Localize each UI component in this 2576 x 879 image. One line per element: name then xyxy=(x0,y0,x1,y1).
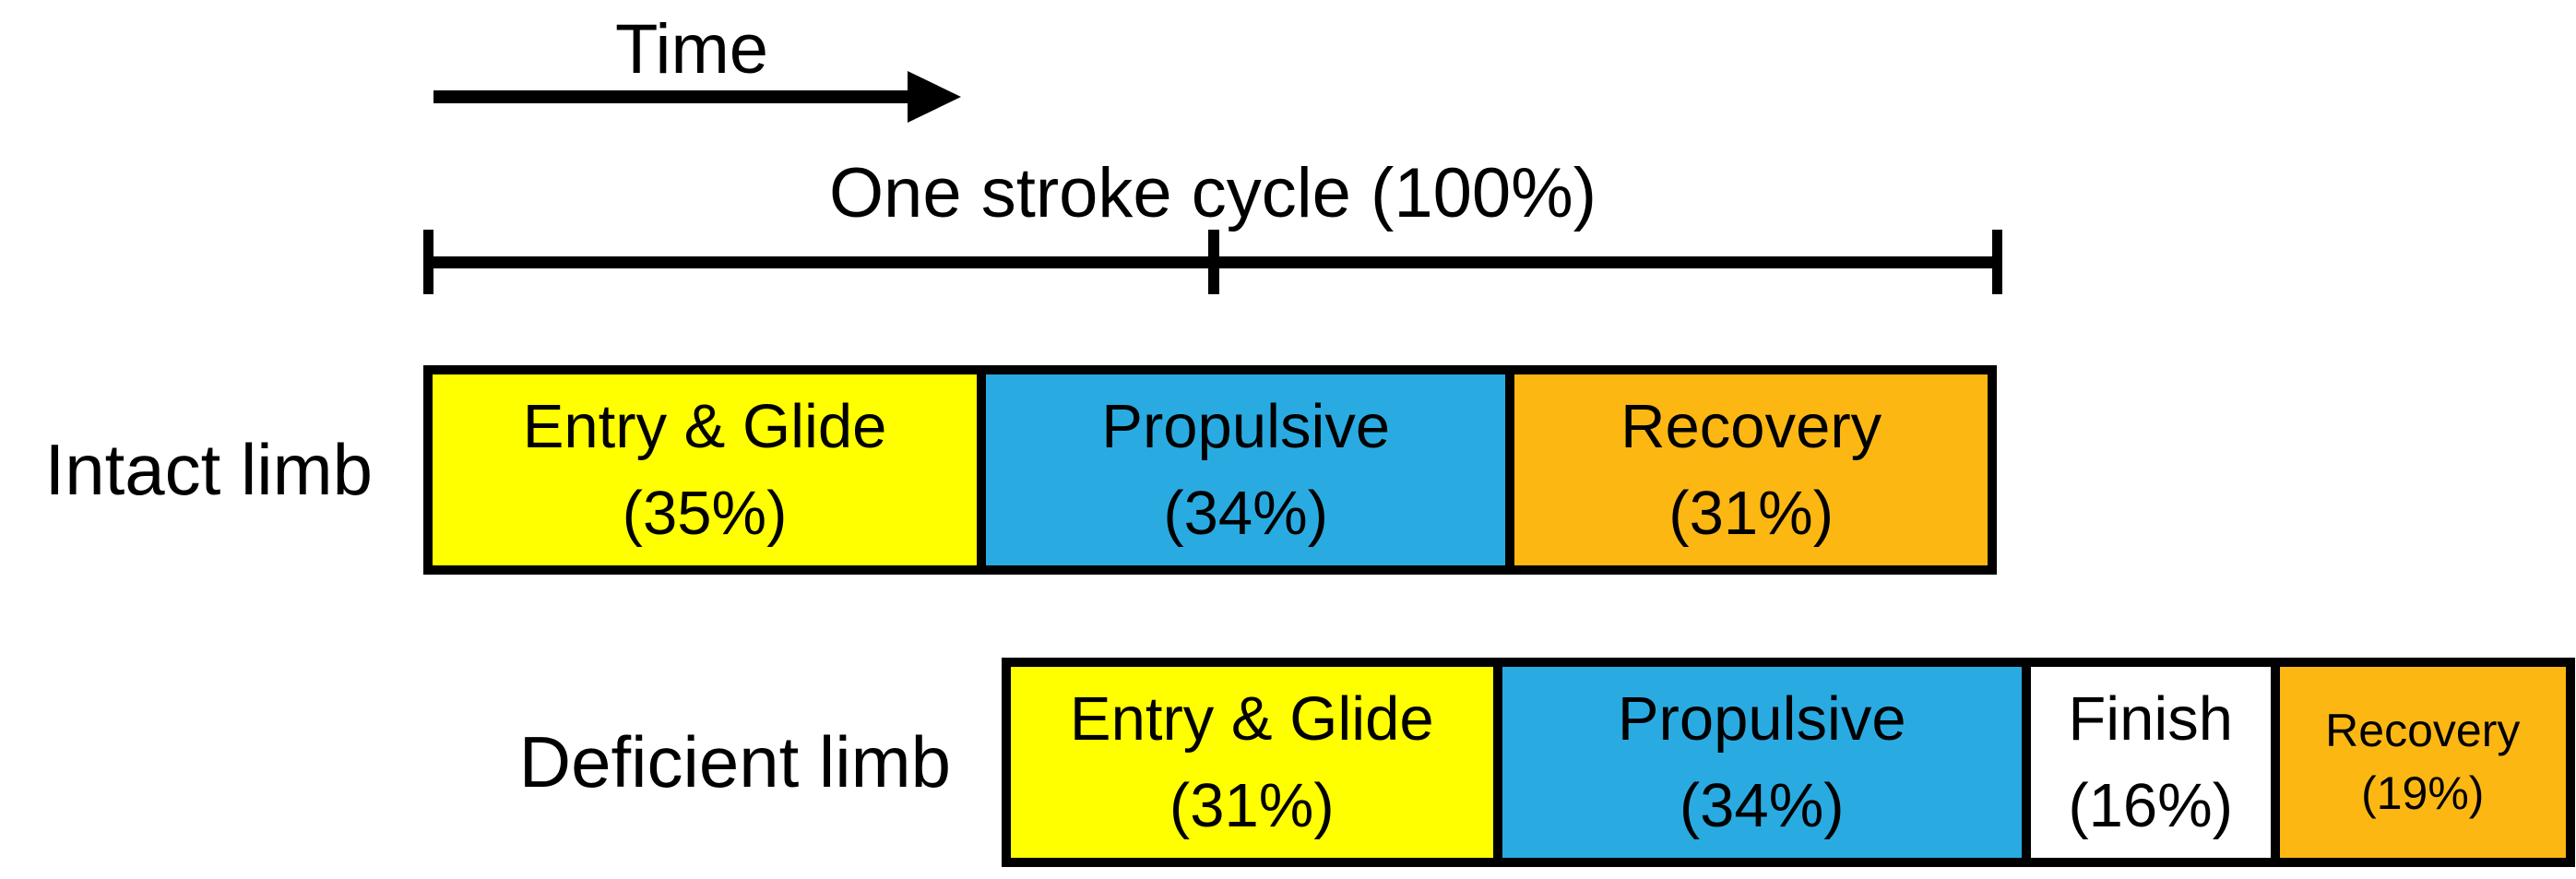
segment-name: Propulsive xyxy=(1101,391,1391,461)
segment-name: Finish xyxy=(2068,683,2234,754)
segment-propulsive: Propulsive (34%) xyxy=(1492,667,2022,858)
scale-tick-start xyxy=(423,230,433,294)
time-arrow-line xyxy=(433,90,909,103)
scale-tick-end xyxy=(1992,230,2002,294)
row-label-intact-limb: Intact limb xyxy=(44,429,373,510)
stroke-bar-intact-limb: Entry & Glide (35%) Propulsive (34%) Recover… xyxy=(423,365,1997,575)
segment-name: Recovery xyxy=(2325,705,2521,756)
segment-percentage: (19%) xyxy=(2361,766,2485,819)
segment-propulsive: Propulsive (34%) xyxy=(977,374,1506,565)
segment-finish: Finish (16%) xyxy=(2021,667,2271,858)
segment-name: Entry & Glide xyxy=(522,391,887,461)
scale-tick-middle xyxy=(1208,230,1219,294)
segment-percentage: (35%) xyxy=(622,478,788,548)
segment-percentage: (31%) xyxy=(1668,478,1834,548)
stroke-bar-deficient-limb: Entry & Glide (31%) Propulsive (34%) Finish (… xyxy=(1001,658,2575,867)
segment-percentage: (34%) xyxy=(1679,770,1845,840)
row-label-deficient-limb: Deficient limb xyxy=(518,721,951,802)
segment-entry-glide: Entry & Glide (31%) xyxy=(1010,667,1493,858)
time-axis-label: Time xyxy=(614,10,769,89)
segment-recovery: Recovery (19%) xyxy=(2270,667,2566,858)
segment-name: Recovery xyxy=(1620,391,1882,461)
segment-name: Propulsive xyxy=(1617,683,1906,754)
segment-name: Entry & Glide xyxy=(1069,683,1434,754)
time-arrow-head-icon xyxy=(908,71,961,123)
segment-percentage: (16%) xyxy=(2068,770,2234,840)
segment-entry-glide: Entry & Glide (35%) xyxy=(433,374,978,565)
segment-percentage: (31%) xyxy=(1169,770,1335,840)
segment-recovery: Recovery (31%) xyxy=(1505,374,1988,565)
segment-percentage: (34%) xyxy=(1163,478,1329,548)
stroke-cycle-label: One stroke cycle (100%) xyxy=(828,154,1597,232)
